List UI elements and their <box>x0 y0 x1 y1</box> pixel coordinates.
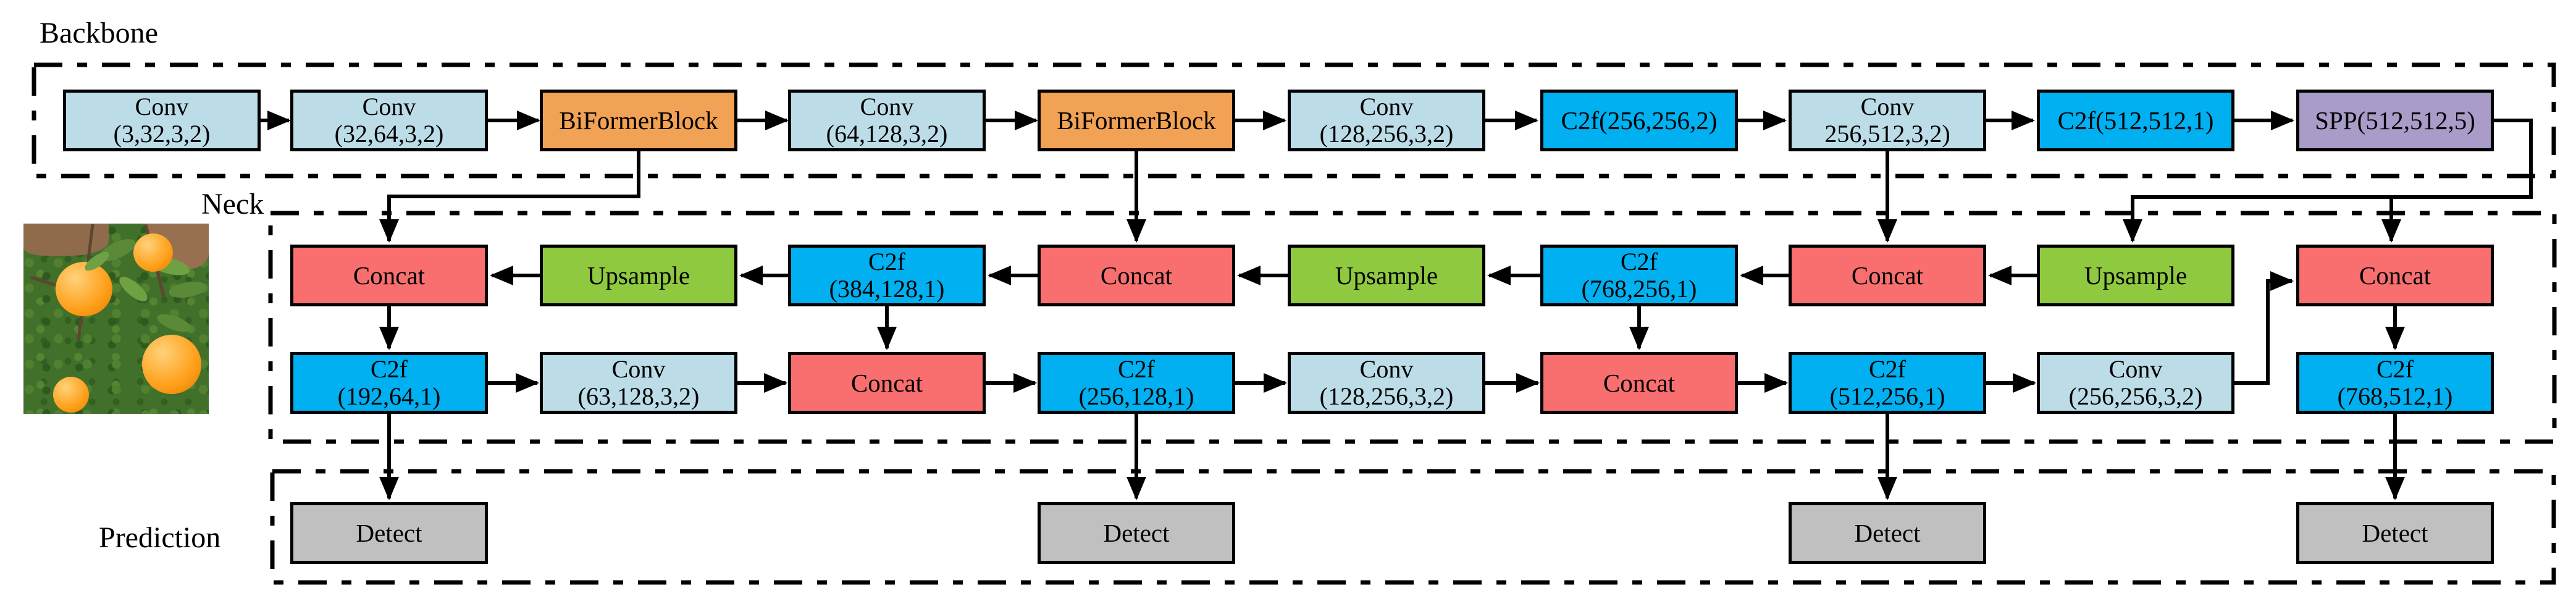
node-c2f-768-512-1: C2f(768,512,1) <box>2296 352 2494 414</box>
node-concat-b1: Concat <box>788 352 986 414</box>
orange-fruit <box>142 335 201 394</box>
node-upsample-2: Upsample <box>1288 245 1485 306</box>
node-c2f-384-128-1: C2f(384,128,1) <box>788 245 986 306</box>
node-c2f-192-64-1: C2f(192,64,1) <box>290 352 488 414</box>
node-detect-4: Detect <box>2296 502 2494 564</box>
leaf <box>115 272 151 306</box>
node-c2f-256-128-1: C2f(256,128,1) <box>1038 352 1235 414</box>
node-concat-3: Concat <box>1789 245 1986 306</box>
node-conv-128-256-neck: Conv(128,256,3,2) <box>1288 352 1485 414</box>
edge-biformer1-concat1 <box>379 151 640 243</box>
input-image-oranges <box>23 224 209 414</box>
node-c2f-512-256-1: C2f(512,256,1) <box>1789 352 1986 414</box>
node-biformerblock-2: BiFormerBlock <box>1038 90 1235 151</box>
edge-convn3-concat4 <box>2234 271 2294 385</box>
soil-patch <box>23 224 109 256</box>
node-conv-64-128: Conv(64,128,3,2) <box>788 90 986 151</box>
node-c2f-512-512-1: C2f(512,512,1) <box>2037 90 2234 151</box>
node-conv-32-64: Conv(32,64,3,2) <box>290 90 488 151</box>
node-concat-4: Concat <box>2296 245 2494 306</box>
prediction-section-label: Prediction <box>99 521 221 554</box>
node-conv-3-32: Conv(3,32,3,2) <box>63 90 261 151</box>
node-detect-1: Detect <box>290 502 488 564</box>
node-conv-128-256: Conv(128,256,3,2) <box>1288 90 1485 151</box>
node-conv-63-128: Conv(63,128,3,2) <box>540 352 737 414</box>
neck-dashed-border <box>268 211 2557 444</box>
node-biformerblock-1: BiFormerBlock <box>540 90 737 151</box>
leaf <box>167 279 208 301</box>
node-detect-2: Detect <box>1038 502 1235 564</box>
backbone-dashed-border <box>31 62 2556 178</box>
node-concat-2: Concat <box>1038 245 1235 306</box>
node-detect-3: Detect <box>1789 502 1986 564</box>
orange-fruit <box>133 233 173 272</box>
node-c2f-256-256-2: C2f(256,256,2) <box>1540 90 1738 151</box>
node-spp-512-512-5: SPP(512,512,5) <box>2296 90 2494 151</box>
backbone-section-label: Backbone <box>40 17 158 49</box>
node-c2f-768-256-1: C2f(768,256,1) <box>1540 245 1738 306</box>
leaf <box>154 310 194 336</box>
edge-spp-upsample3 <box>2123 119 2533 243</box>
orange-fruit <box>56 262 112 316</box>
node-concat-b2: Concat <box>1540 352 1738 414</box>
node-conv-256-256: Conv(256,256,3,2) <box>2037 352 2234 414</box>
orange-fruit <box>53 377 89 413</box>
neck-section-label: Neck <box>201 188 264 220</box>
node-upsample-3: Upsample <box>2037 245 2234 306</box>
prediction-dashed-border <box>270 469 2556 585</box>
node-concat-1: Concat <box>290 245 488 306</box>
node-upsample-1: Upsample <box>540 245 737 306</box>
